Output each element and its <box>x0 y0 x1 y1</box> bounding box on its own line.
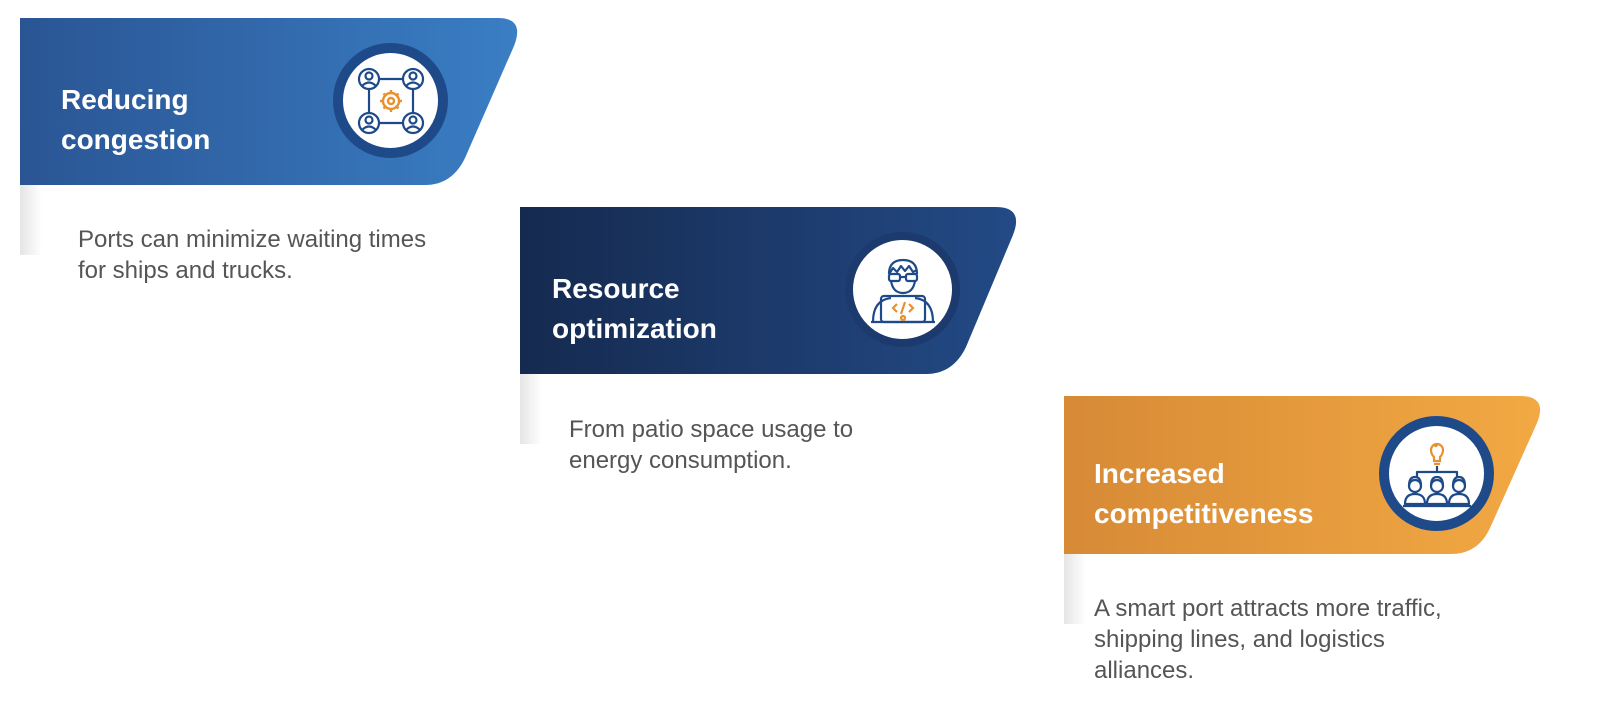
step-title: Increased competitiveness <box>1094 454 1313 534</box>
step-increased-competitiveness: Increased competitiveness <box>1064 396 1542 554</box>
step-reducing-congestion: Reducing congestion <box>20 18 520 185</box>
step-description: From patio space usage to energy consump… <box>569 416 854 474</box>
team-network-gear-icon <box>333 43 448 158</box>
team-idea-lightbulb-icon <box>1379 416 1494 531</box>
step-title-line: Resource <box>552 273 680 304</box>
step-title-line: congestion <box>61 124 211 155</box>
step-shadow <box>20 185 42 255</box>
developer-laptop-code-icon <box>845 232 960 347</box>
step-shadow <box>1064 554 1086 624</box>
step-title: Resource optimization <box>552 269 717 349</box>
step-title-line: optimization <box>552 313 717 344</box>
step-title-line: Reducing <box>61 84 189 115</box>
step-description: Ports can minimize waiting times for shi… <box>78 226 427 284</box>
step-title: Reducing congestion <box>61 80 210 160</box>
step-description: A smart port attracts more traffic, ship… <box>1094 595 1442 684</box>
step-shadow <box>520 374 542 444</box>
step-resource-optimization: Resource optimization <box>520 207 1020 374</box>
step-title-line: competitiveness <box>1094 498 1314 529</box>
step-title-line: Increased <box>1094 458 1225 489</box>
